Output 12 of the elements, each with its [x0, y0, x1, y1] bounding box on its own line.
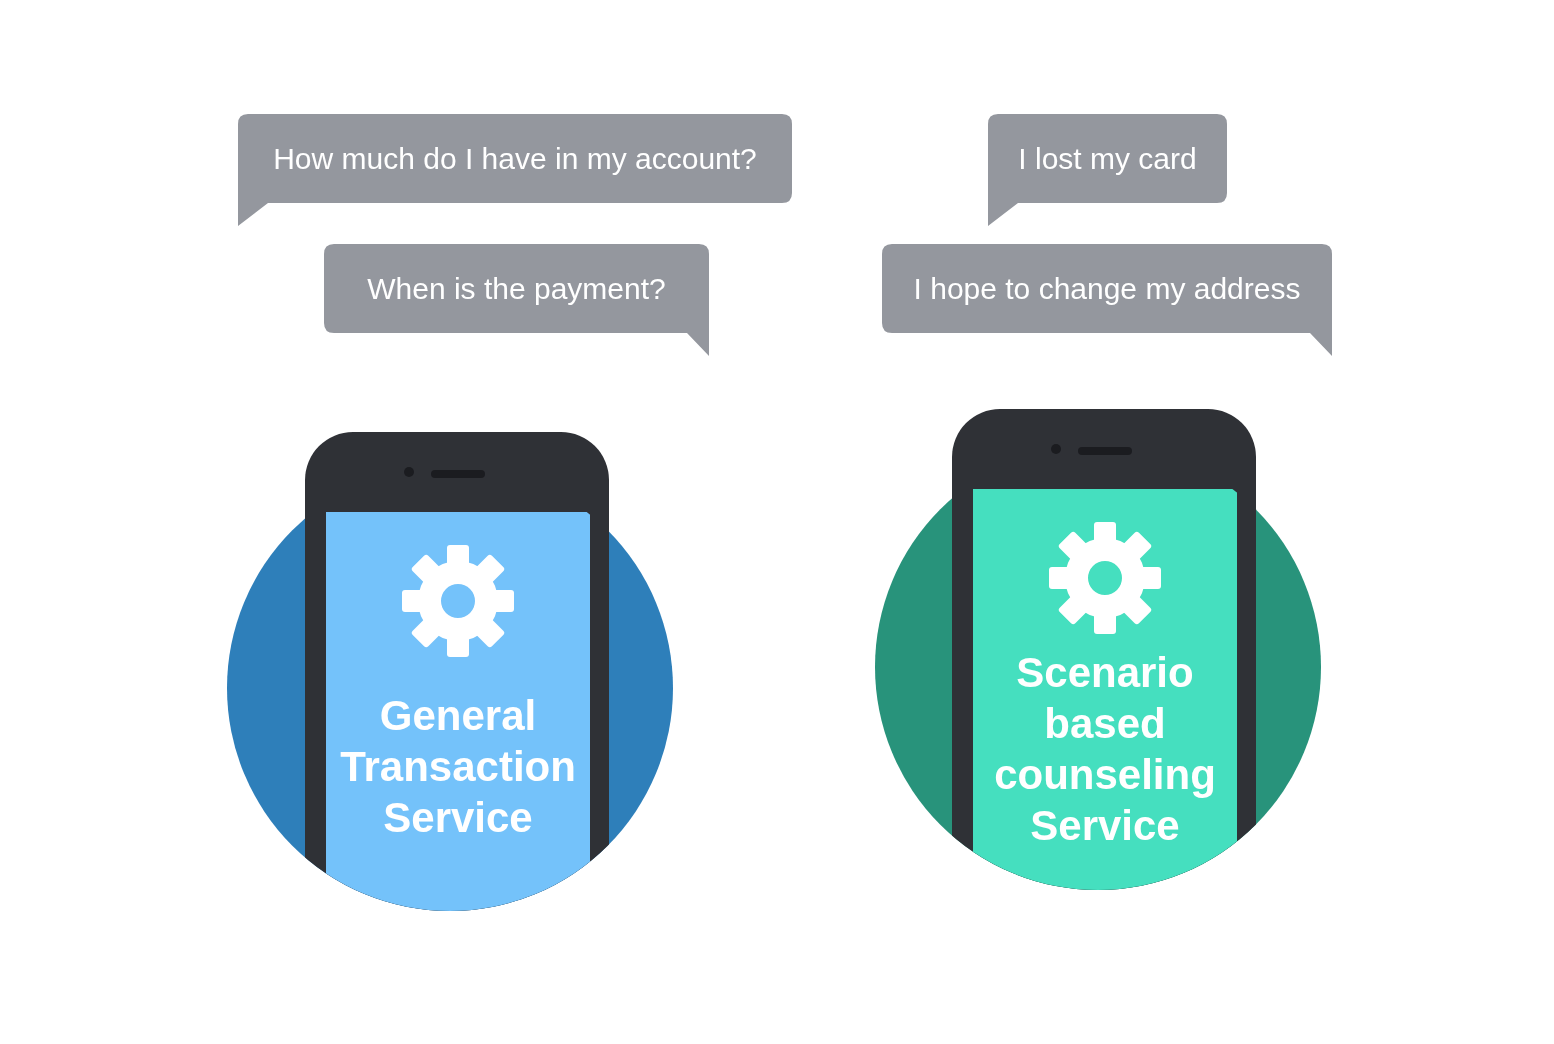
service-title: Scenario based counseling Service [993, 648, 1217, 851]
speech-bubble [238, 114, 792, 226]
phone-screen [326, 512, 590, 911]
question-text: I lost my card [1017, 141, 1198, 176]
question-text: When is the payment? [366, 271, 667, 306]
question-text: How much do I have in my account? [272, 141, 758, 176]
phone-screen [973, 489, 1237, 890]
speech-bubble [988, 114, 1227, 226]
speech-bubble [324, 244, 709, 356]
speech-bubble [882, 244, 1332, 356]
service-title: General Transaction Service [339, 691, 577, 843]
question-text: I hope to change my address [912, 271, 1302, 306]
